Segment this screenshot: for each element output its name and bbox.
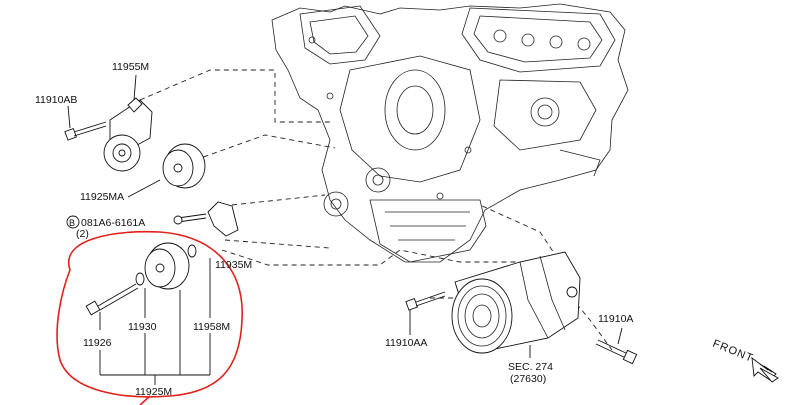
label-11926: 11926 xyxy=(83,337,112,349)
label-11910ab: 11910AB xyxy=(35,94,77,106)
label-11925ma: 11925MA xyxy=(80,191,124,203)
bolt-symbol-icon xyxy=(66,215,80,229)
front-arrow xyxy=(751,357,779,383)
highlight-circle xyxy=(56,230,243,405)
tensioner-assembly xyxy=(103,74,153,172)
label-081a6-qty: (2) xyxy=(76,228,89,240)
bolt-11910a xyxy=(595,327,638,365)
label-11925m: 11925M xyxy=(135,386,172,398)
label-11910a: 11910A xyxy=(598,313,633,325)
idler-pulley-11925ma xyxy=(127,143,206,198)
engine-block xyxy=(271,3,629,263)
label-sec-274: SEC. 274 xyxy=(508,361,553,373)
label-front: FRONT xyxy=(711,338,755,365)
bolt-11910ab xyxy=(64,105,107,141)
idler-pulley-11925m xyxy=(85,242,211,385)
label-081a6: 081A6-6161A xyxy=(81,217,145,229)
label-11935m: 11935M xyxy=(215,259,252,271)
compressor-unit xyxy=(451,251,581,358)
label-11955m: 11955M xyxy=(112,61,149,73)
bracket-bolts xyxy=(173,201,239,237)
label-11910aa: 11910AA xyxy=(385,337,427,349)
label-11958m: 11958M xyxy=(193,321,230,333)
label-sec-number: (27630) xyxy=(510,373,546,385)
label-11930: 11930 xyxy=(128,321,157,333)
bolt-11910aa xyxy=(405,291,446,335)
label-081a6-prefix: B xyxy=(69,218,75,228)
